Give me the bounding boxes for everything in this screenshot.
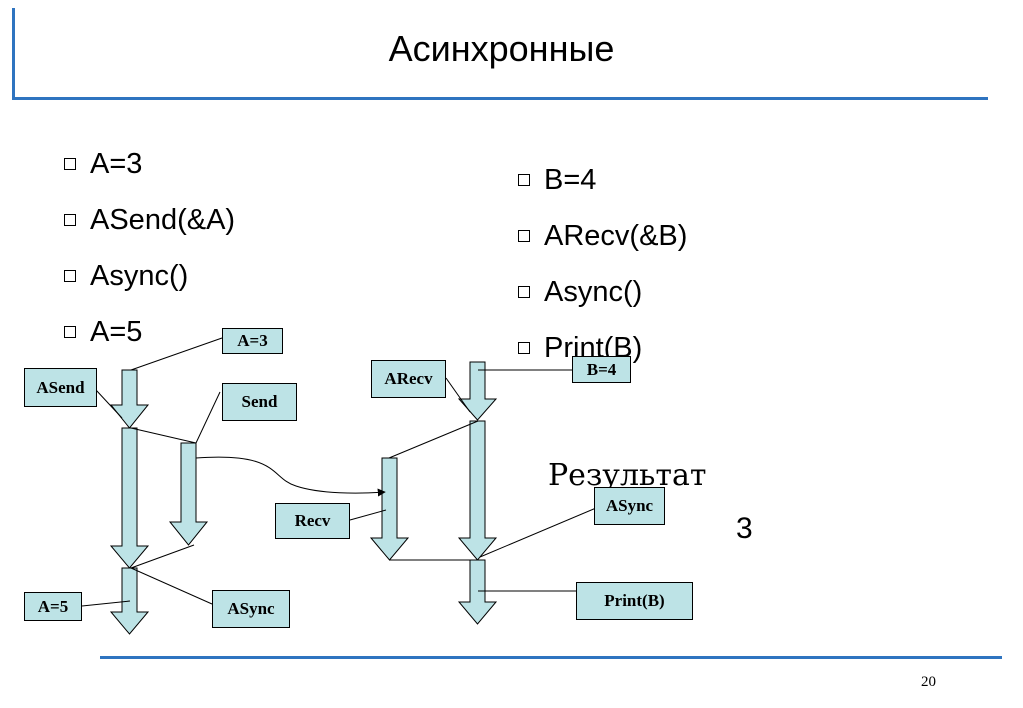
process-a-main-arrow (109, 427, 150, 569)
frame-top-border (12, 97, 988, 100)
code-line: Async() (64, 248, 235, 304)
label-printb: Print(B) (576, 582, 693, 620)
square-bullet-icon (518, 286, 530, 298)
slide-title: Асинхронные (388, 28, 615, 69)
recv-start-connector (388, 420, 479, 459)
frame-bottom-border (100, 656, 1002, 659)
label-recv: Recv (275, 503, 350, 539)
message-arrow (195, 456, 386, 497)
square-bullet-icon (64, 270, 76, 282)
label-arecv: ARecv (371, 360, 446, 398)
page-number: 20 (921, 674, 936, 690)
send-operation-arrow (168, 442, 209, 546)
square-bullet-icon (64, 214, 76, 226)
label-a5: A=5 (24, 592, 82, 621)
square-bullet-icon (518, 174, 530, 186)
a3-connector (130, 337, 223, 371)
label-b4: B=4 (572, 356, 631, 383)
frame-left-border (12, 8, 15, 100)
square-bullet-icon (64, 326, 76, 338)
square-bullet-icon (518, 342, 530, 354)
process-b-main-arrow (457, 420, 498, 561)
code-line: A=5 (64, 304, 235, 360)
async-left-connector (130, 567, 213, 605)
asend-connector (95, 389, 123, 419)
right-code-list: B=4 ARecv(&B) Async() Print(B) (518, 152, 687, 376)
label-send: Send (222, 383, 297, 421)
code-line: ASend(&A) (64, 192, 235, 248)
send-label-connector (195, 391, 221, 444)
label-async-right: ASync (594, 487, 665, 525)
label-async-left: ASync (212, 590, 290, 628)
label-asend: ASend (24, 368, 97, 407)
result-value: 3 (736, 512, 753, 545)
arecv-connector (445, 377, 471, 413)
send-end-connector (130, 544, 195, 569)
printb-step-arrow (457, 559, 498, 625)
code-line: Async() (518, 264, 687, 320)
recv-label-connector (349, 509, 387, 521)
code-line: B=4 (518, 152, 687, 208)
square-bullet-icon (518, 230, 530, 242)
async-right-connector (479, 507, 597, 558)
a5-connector (81, 600, 131, 607)
left-code-list: A=3 ASend(&A) Async() A=5 (64, 136, 235, 360)
send-start-connector (130, 427, 197, 444)
code-line: ARecv(&B) (518, 208, 687, 264)
square-bullet-icon (64, 158, 76, 170)
arecv-step-arrow (457, 361, 498, 421)
code-line: A=3 (64, 136, 235, 192)
recv-operation-arrow (369, 457, 410, 561)
label-a3: A=3 (222, 328, 283, 354)
asend-step-arrow (109, 369, 150, 429)
